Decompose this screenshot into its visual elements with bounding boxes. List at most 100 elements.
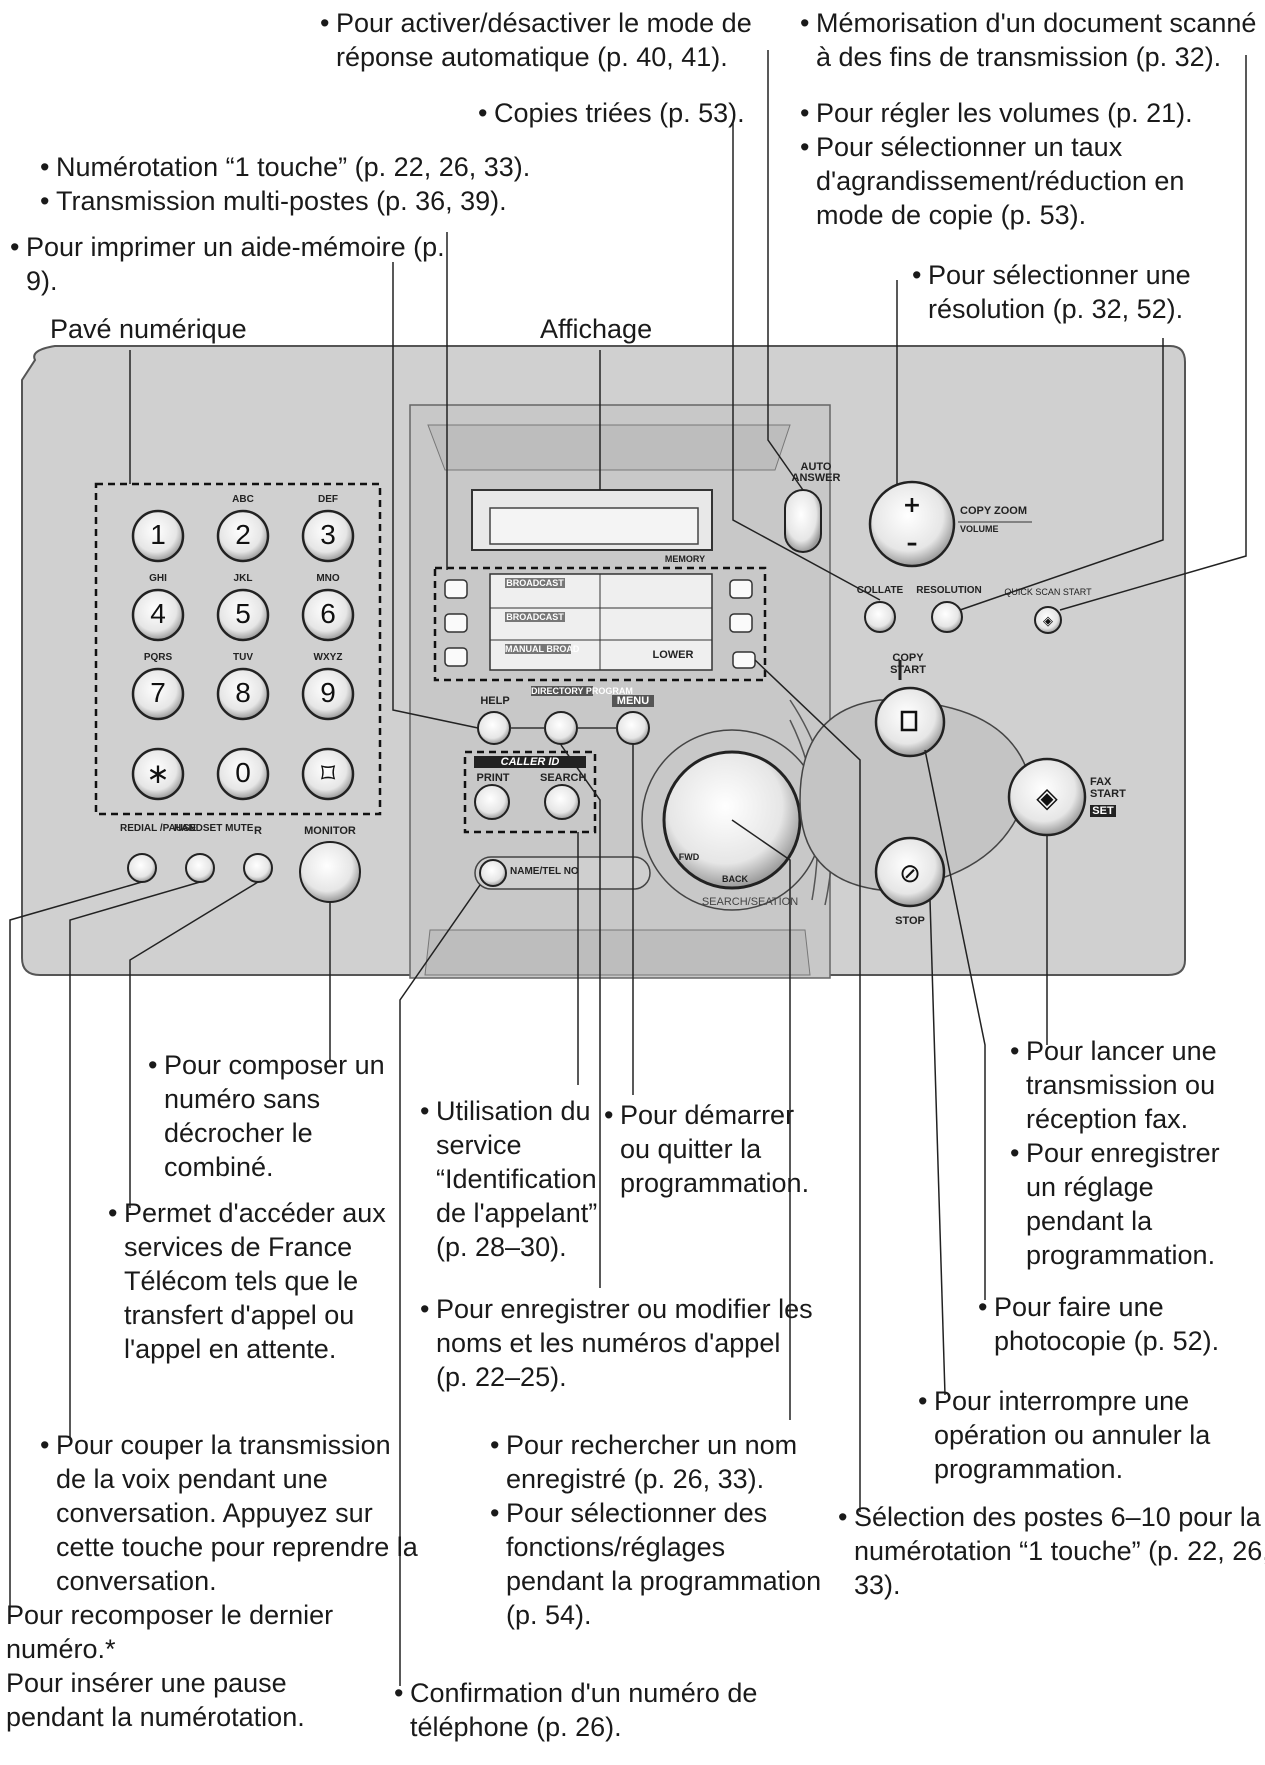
- leader-stop: [929, 899, 946, 1396]
- menu-label: MENU: [612, 695, 654, 707]
- key-letters-label: MNO: [316, 573, 340, 584]
- collate-label: COLLATE: [856, 585, 904, 596]
- callout-help: Pour imprimer un aide-mémoire (p. 9).: [10, 230, 456, 298]
- leader-lower: [754, 659, 861, 1512]
- key-letters-label: TUV: [233, 652, 253, 663]
- copy-start-button[interactable]: [874, 686, 946, 758]
- leader-mute: [69, 881, 201, 1440]
- callout-fax-start: Pour lancer une transmission ou réceptio…: [1010, 1034, 1250, 1272]
- key-3[interactable]: [301, 509, 355, 563]
- key-digit-label: ∗: [146, 758, 170, 789]
- key-star[interactable]: [131, 747, 185, 801]
- callout-broadcast: Transmission multi-postes (p. 36, 39).: [40, 184, 580, 218]
- memory-label: MEMORY: [664, 554, 706, 564]
- stop-button[interactable]: [874, 836, 946, 908]
- search-button[interactable]: [544, 784, 580, 820]
- one-touch-button-1[interactable]: [444, 579, 468, 599]
- menu-button[interactable]: [616, 711, 650, 745]
- key-5[interactable]: [216, 588, 270, 642]
- callout-copy-start: Pour faire une photocopie (p. 52).: [978, 1290, 1265, 1358]
- directory-program-button[interactable]: [544, 711, 578, 745]
- collate-button[interactable]: [864, 601, 896, 633]
- quick-scan-icon: ◈: [1043, 614, 1053, 629]
- one-touch-button-5[interactable]: [729, 613, 753, 633]
- broadcast-label-1: BROADCAST: [505, 578, 565, 588]
- callout-resolution: Pour sélectionner une résolution (p. 32,…: [912, 258, 1248, 326]
- callout-redial-1: Pour recomposer le dernier numéro.*: [6, 1600, 334, 1664]
- callout-lower: Sélection des postes 6–10 pour la numéro…: [838, 1500, 1265, 1602]
- key-digit-label: 7: [150, 677, 166, 708]
- leader-help: [392, 262, 479, 729]
- callout-auto-answer: Pour activer/désactiver le mode de répon…: [320, 6, 791, 74]
- callout-volume: Pour régler les volumes (p. 21).: [800, 96, 1230, 130]
- callout-redial-2: Pour insérer une pause pendant la numéro…: [6, 1668, 305, 1732]
- keypad-heading: Pavé numérique: [50, 314, 247, 344]
- quick-scan-label: QUICK SCAN START: [1004, 587, 1092, 597]
- one-touch-button-2[interactable]: [444, 613, 468, 633]
- callout-zoom: Pour sélectionner un taux d'agrandisseme…: [800, 130, 1230, 232]
- caller-id-label: CALLER ID: [474, 756, 586, 768]
- key-7[interactable]: [131, 667, 185, 721]
- search-dial-label: SEARCH/SEATION: [701, 896, 799, 908]
- leader-auto-answer: [767, 50, 804, 491]
- one-touch-button-3[interactable]: [444, 647, 468, 667]
- handset-mute-button[interactable]: [185, 853, 215, 883]
- key-digit-label: 3: [320, 519, 336, 550]
- monitor-button[interactable]: [299, 841, 361, 903]
- lower-label: LOWER: [652, 649, 694, 661]
- leader-quick-scan: [1059, 55, 1247, 611]
- key-digit-label: 6: [320, 598, 336, 629]
- leader-collate: [732, 122, 881, 601]
- plus-glyph: +: [903, 493, 921, 518]
- name-tel-button[interactable]: [479, 859, 507, 887]
- key-letters-label: ABC: [232, 494, 254, 505]
- monitor-label: MONITOR: [304, 825, 356, 837]
- handset-mute-label: HANDSET MUTE: [174, 823, 254, 834]
- callout-quick-scan: Mémorisation d'un document scanné à des …: [800, 6, 1265, 74]
- lower-button[interactable]: [732, 651, 756, 669]
- callout-search-dial-2: Pour sélectionner des fonctions/réglages…: [490, 1496, 830, 1632]
- help-label: HELP: [480, 695, 510, 707]
- key-1[interactable]: [131, 509, 185, 563]
- callout-volume-zoom: Pour régler les volumes (p. 21). Pour sé…: [800, 96, 1230, 232]
- leader-copy-start: [924, 749, 986, 1300]
- copy-zoom-label: COPY ZOOM: [960, 505, 1028, 517]
- display-heading: Affichage: [540, 314, 653, 344]
- key-9[interactable]: [301, 667, 355, 721]
- quick-scan-start-button[interactable]: [1034, 606, 1062, 634]
- resolution-button[interactable]: [931, 601, 963, 633]
- key-digit-label: 2: [235, 519, 251, 550]
- key-6[interactable]: [301, 588, 355, 642]
- key-digit-label: ⌑: [320, 758, 336, 789]
- key-2[interactable]: [216, 509, 270, 563]
- callout-redial: Pour recomposer le dernier numéro.* Pour…: [6, 1598, 346, 1734]
- callout-fax-start-2: Pour enregistrer un réglage pendant la p…: [1010, 1136, 1250, 1272]
- redial-pause-button[interactable]: [127, 853, 157, 883]
- copy-start-icon: [900, 710, 918, 732]
- minus-glyph: –: [907, 531, 918, 556]
- name-tel-label: NAME/TEL NO: [510, 866, 579, 877]
- key-letters-label: DEF: [318, 494, 338, 505]
- key-digit-label: 8: [235, 677, 251, 708]
- stop-label: STOP: [895, 915, 925, 927]
- recall-button[interactable]: [243, 853, 273, 883]
- callout-recall: Permet d'accéder aux services de France …: [108, 1196, 404, 1366]
- callout-name-tel: Confirmation d'un numéro de téléphone (p…: [394, 1676, 780, 1744]
- auto-answer-label: AUTO ANSWER: [791, 461, 841, 484]
- copy-zoom-volume-dial[interactable]: [868, 480, 956, 568]
- key-hash[interactable]: [301, 747, 355, 801]
- one-touch-button-4[interactable]: [729, 579, 753, 599]
- leader-resolution: [959, 338, 1164, 611]
- key-letters-label: JKL: [233, 573, 253, 584]
- help-button[interactable]: [477, 711, 511, 745]
- key-8[interactable]: [216, 667, 270, 721]
- key-0[interactable]: [216, 747, 270, 801]
- callout-one-touch-group: Numérotation “1 touche” (p. 22, 26, 33).…: [40, 150, 580, 218]
- leader-recall: [129, 881, 259, 1208]
- volume-label: VOLUME: [960, 524, 999, 534]
- search-label: SEARCH: [540, 772, 587, 784]
- print-button[interactable]: [474, 784, 510, 820]
- auto-answer-button[interactable]: [784, 489, 822, 553]
- key-4[interactable]: [131, 588, 185, 642]
